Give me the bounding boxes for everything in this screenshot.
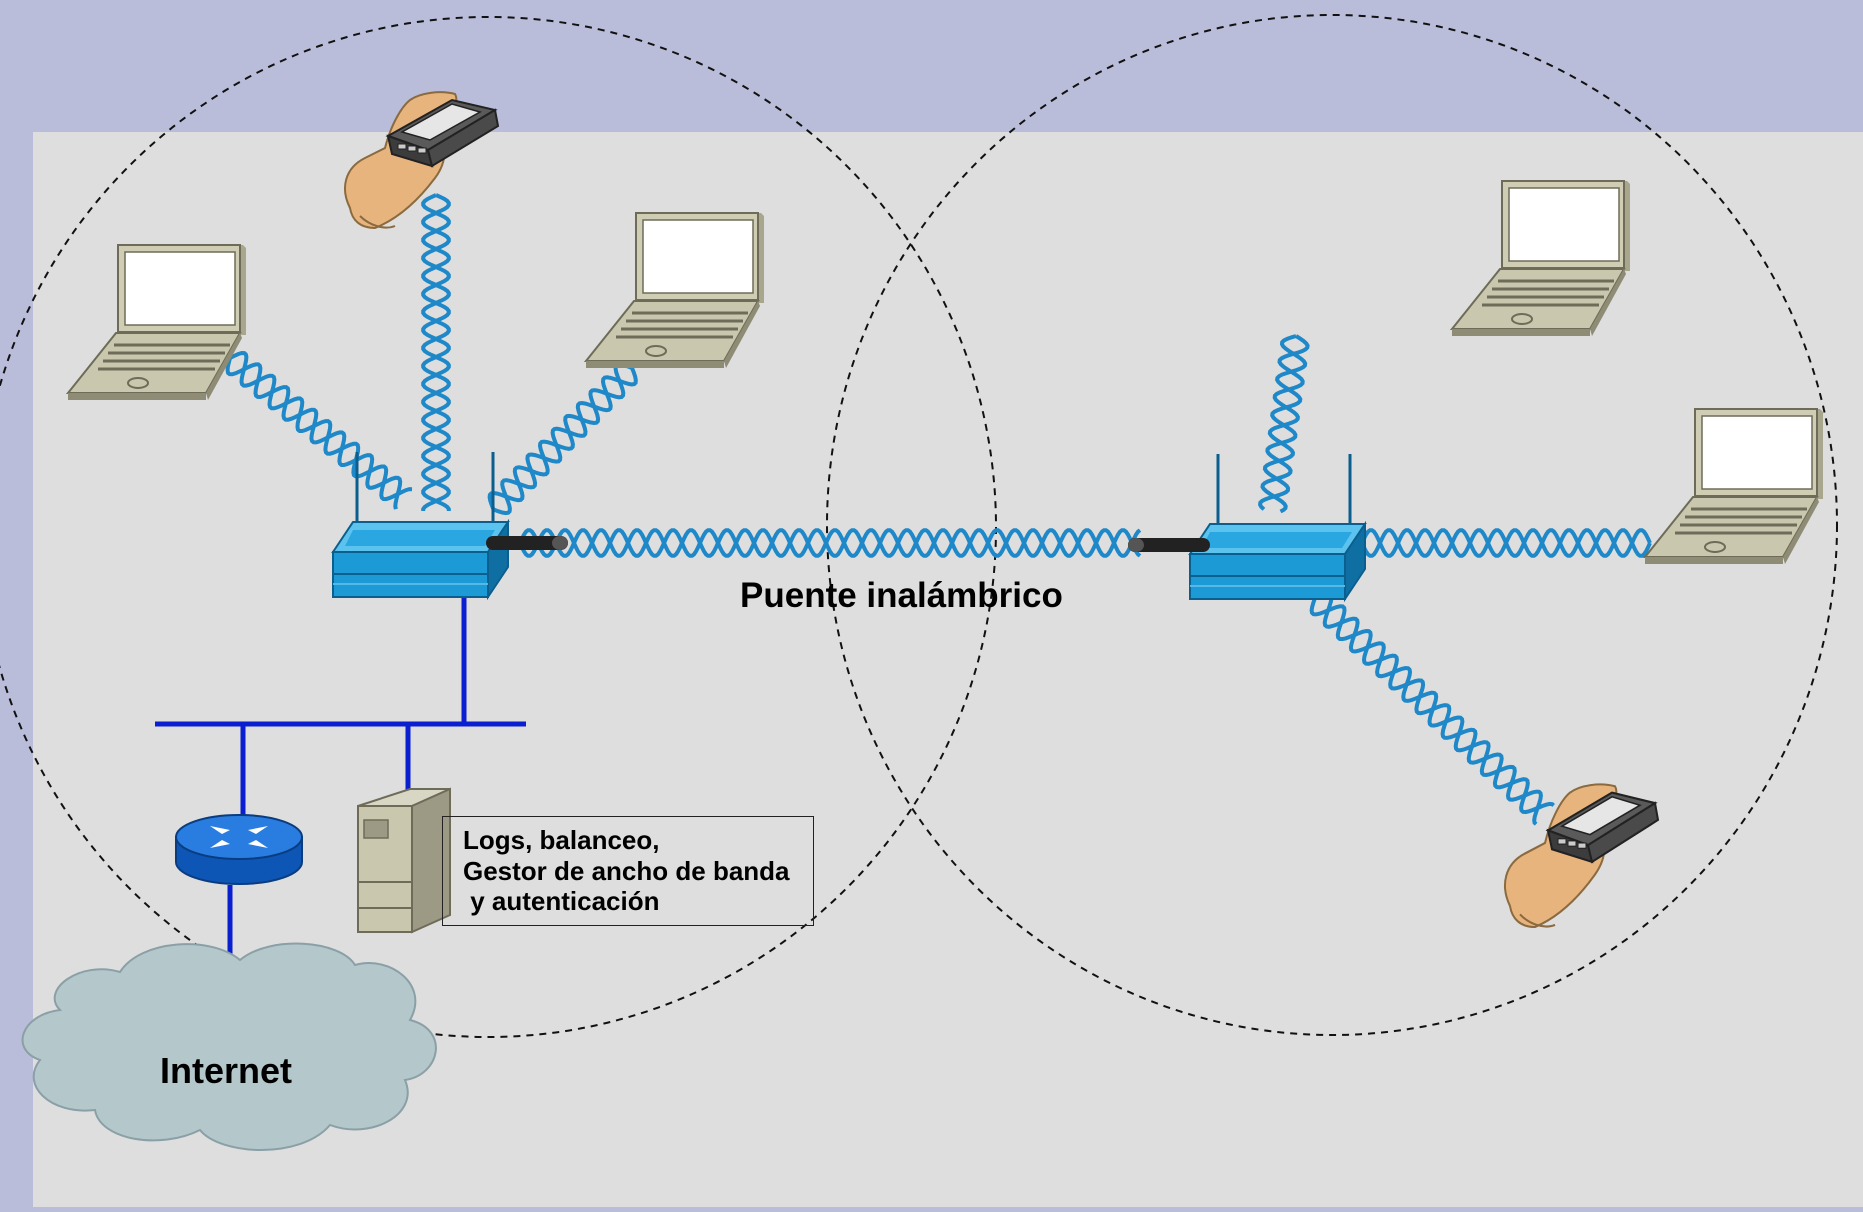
internet-cloud-icon <box>21 942 437 1151</box>
server-tower-icon <box>357 787 451 934</box>
wireless-wave-strand <box>229 350 413 502</box>
directional-antenna-icon <box>486 536 568 550</box>
wireless-wave-strand <box>421 193 451 511</box>
wireless-access-point-icon <box>1189 454 1366 600</box>
wireless-wave-strand <box>878 528 1142 558</box>
wireless-wave-strand <box>492 367 638 516</box>
wireless-access-point-icon <box>332 452 509 598</box>
wireless-wave-strand <box>225 357 403 510</box>
wireless-wave-strand <box>518 528 882 558</box>
wireless-wave-strand <box>487 362 633 511</box>
server-note-line: Logs, balanceo, <box>463 825 660 855</box>
router-icon <box>175 814 303 885</box>
wireless-links <box>225 193 1652 826</box>
server-note-line: y autenticación <box>463 886 660 916</box>
server-note-box: Logs, balanceo, Gestor de ancho de banda… <box>442 816 814 926</box>
bridge-label: Puente inalámbrico <box>740 576 1063 615</box>
wireless-wave-strand <box>1344 528 1652 558</box>
wireless-wave-strand <box>1344 528 1652 558</box>
directional-antenna-icon <box>1128 538 1210 552</box>
wireless-wave-strand <box>421 193 451 511</box>
wireless-wave-strand <box>1258 334 1310 511</box>
wireless-wave-strand <box>1314 591 1543 826</box>
wireless-wave-strand <box>1309 597 1555 815</box>
coverage-area-right <box>826 14 1838 1036</box>
coverage-area-left <box>0 16 997 1038</box>
wireless-wave-strand <box>1260 334 1308 514</box>
internet-label: Internet <box>160 1050 293 1091</box>
server-note-line: Gestor de ancho de banda <box>463 856 790 886</box>
wired-lan <box>155 595 526 978</box>
